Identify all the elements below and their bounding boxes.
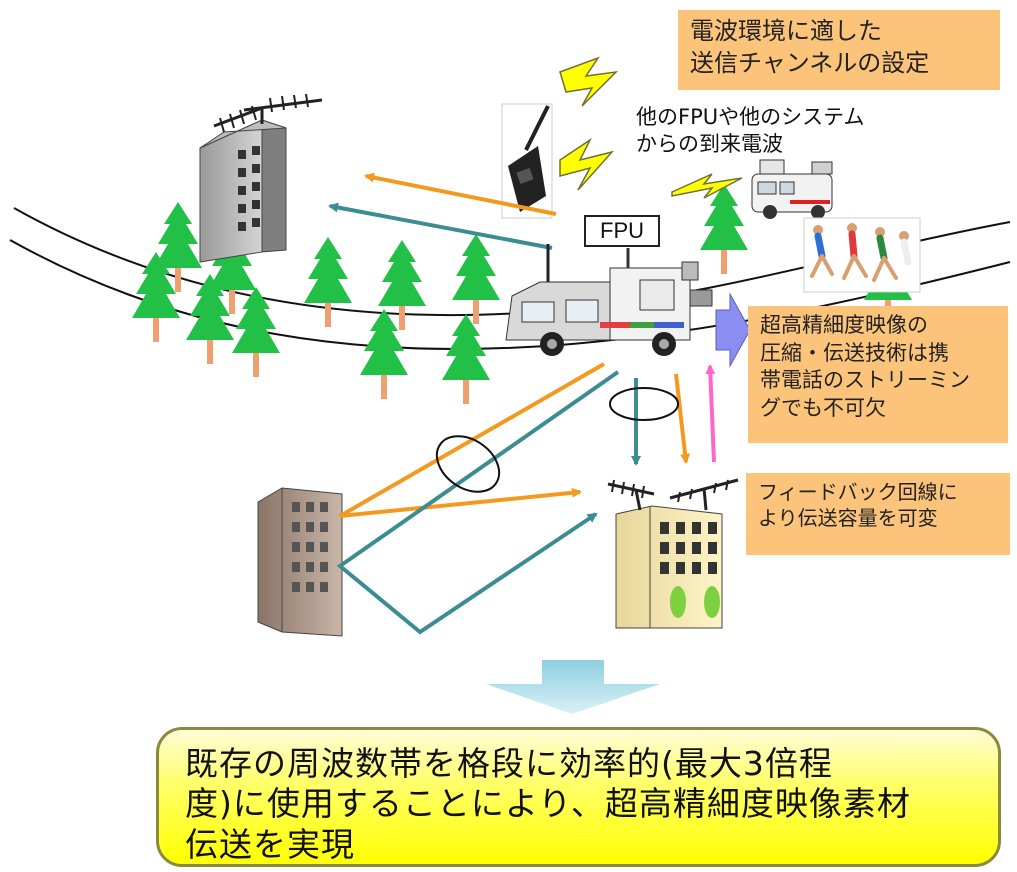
tree-8: [452, 234, 500, 324]
relay-van-icon: [751, 159, 833, 219]
lightning-icons: [559, 56, 743, 199]
right-arrow-icon: [715, 292, 751, 368]
tree-11: [700, 184, 748, 274]
tree-6: [304, 237, 352, 327]
polarization-icons: [435, 387, 679, 493]
fpu-label: FPU: [584, 215, 660, 247]
interference-note: 他のFPUや他のシステム からの到来電波: [636, 105, 865, 157]
walkie-talkie-icon: [501, 103, 553, 219]
feedback-note: フィードバック回線に より伝送容量を可変: [746, 473, 1010, 555]
fpu-van-icon: [505, 248, 713, 356]
tall-building: [199, 93, 323, 263]
tree-10: [442, 314, 490, 404]
transmission-paths: [336, 362, 716, 635]
compression-note: 超高精細度映像の 圧縮・伝送技術は携 帯電話のストリーミン グでも不可欠: [748, 306, 1008, 443]
channel-setting-note: 電波環境に適した 送信チャンネルの設定: [678, 10, 1000, 90]
left-building: [257, 487, 343, 637]
down-arrow-icon: [486, 660, 660, 714]
conclusion-box: 既存の周波数帯を格段に効率的(最大3倍程 度)に使用することにより、超高精細度映…: [156, 727, 1001, 867]
runners-image: [803, 217, 921, 293]
receiving-building: [607, 478, 739, 629]
